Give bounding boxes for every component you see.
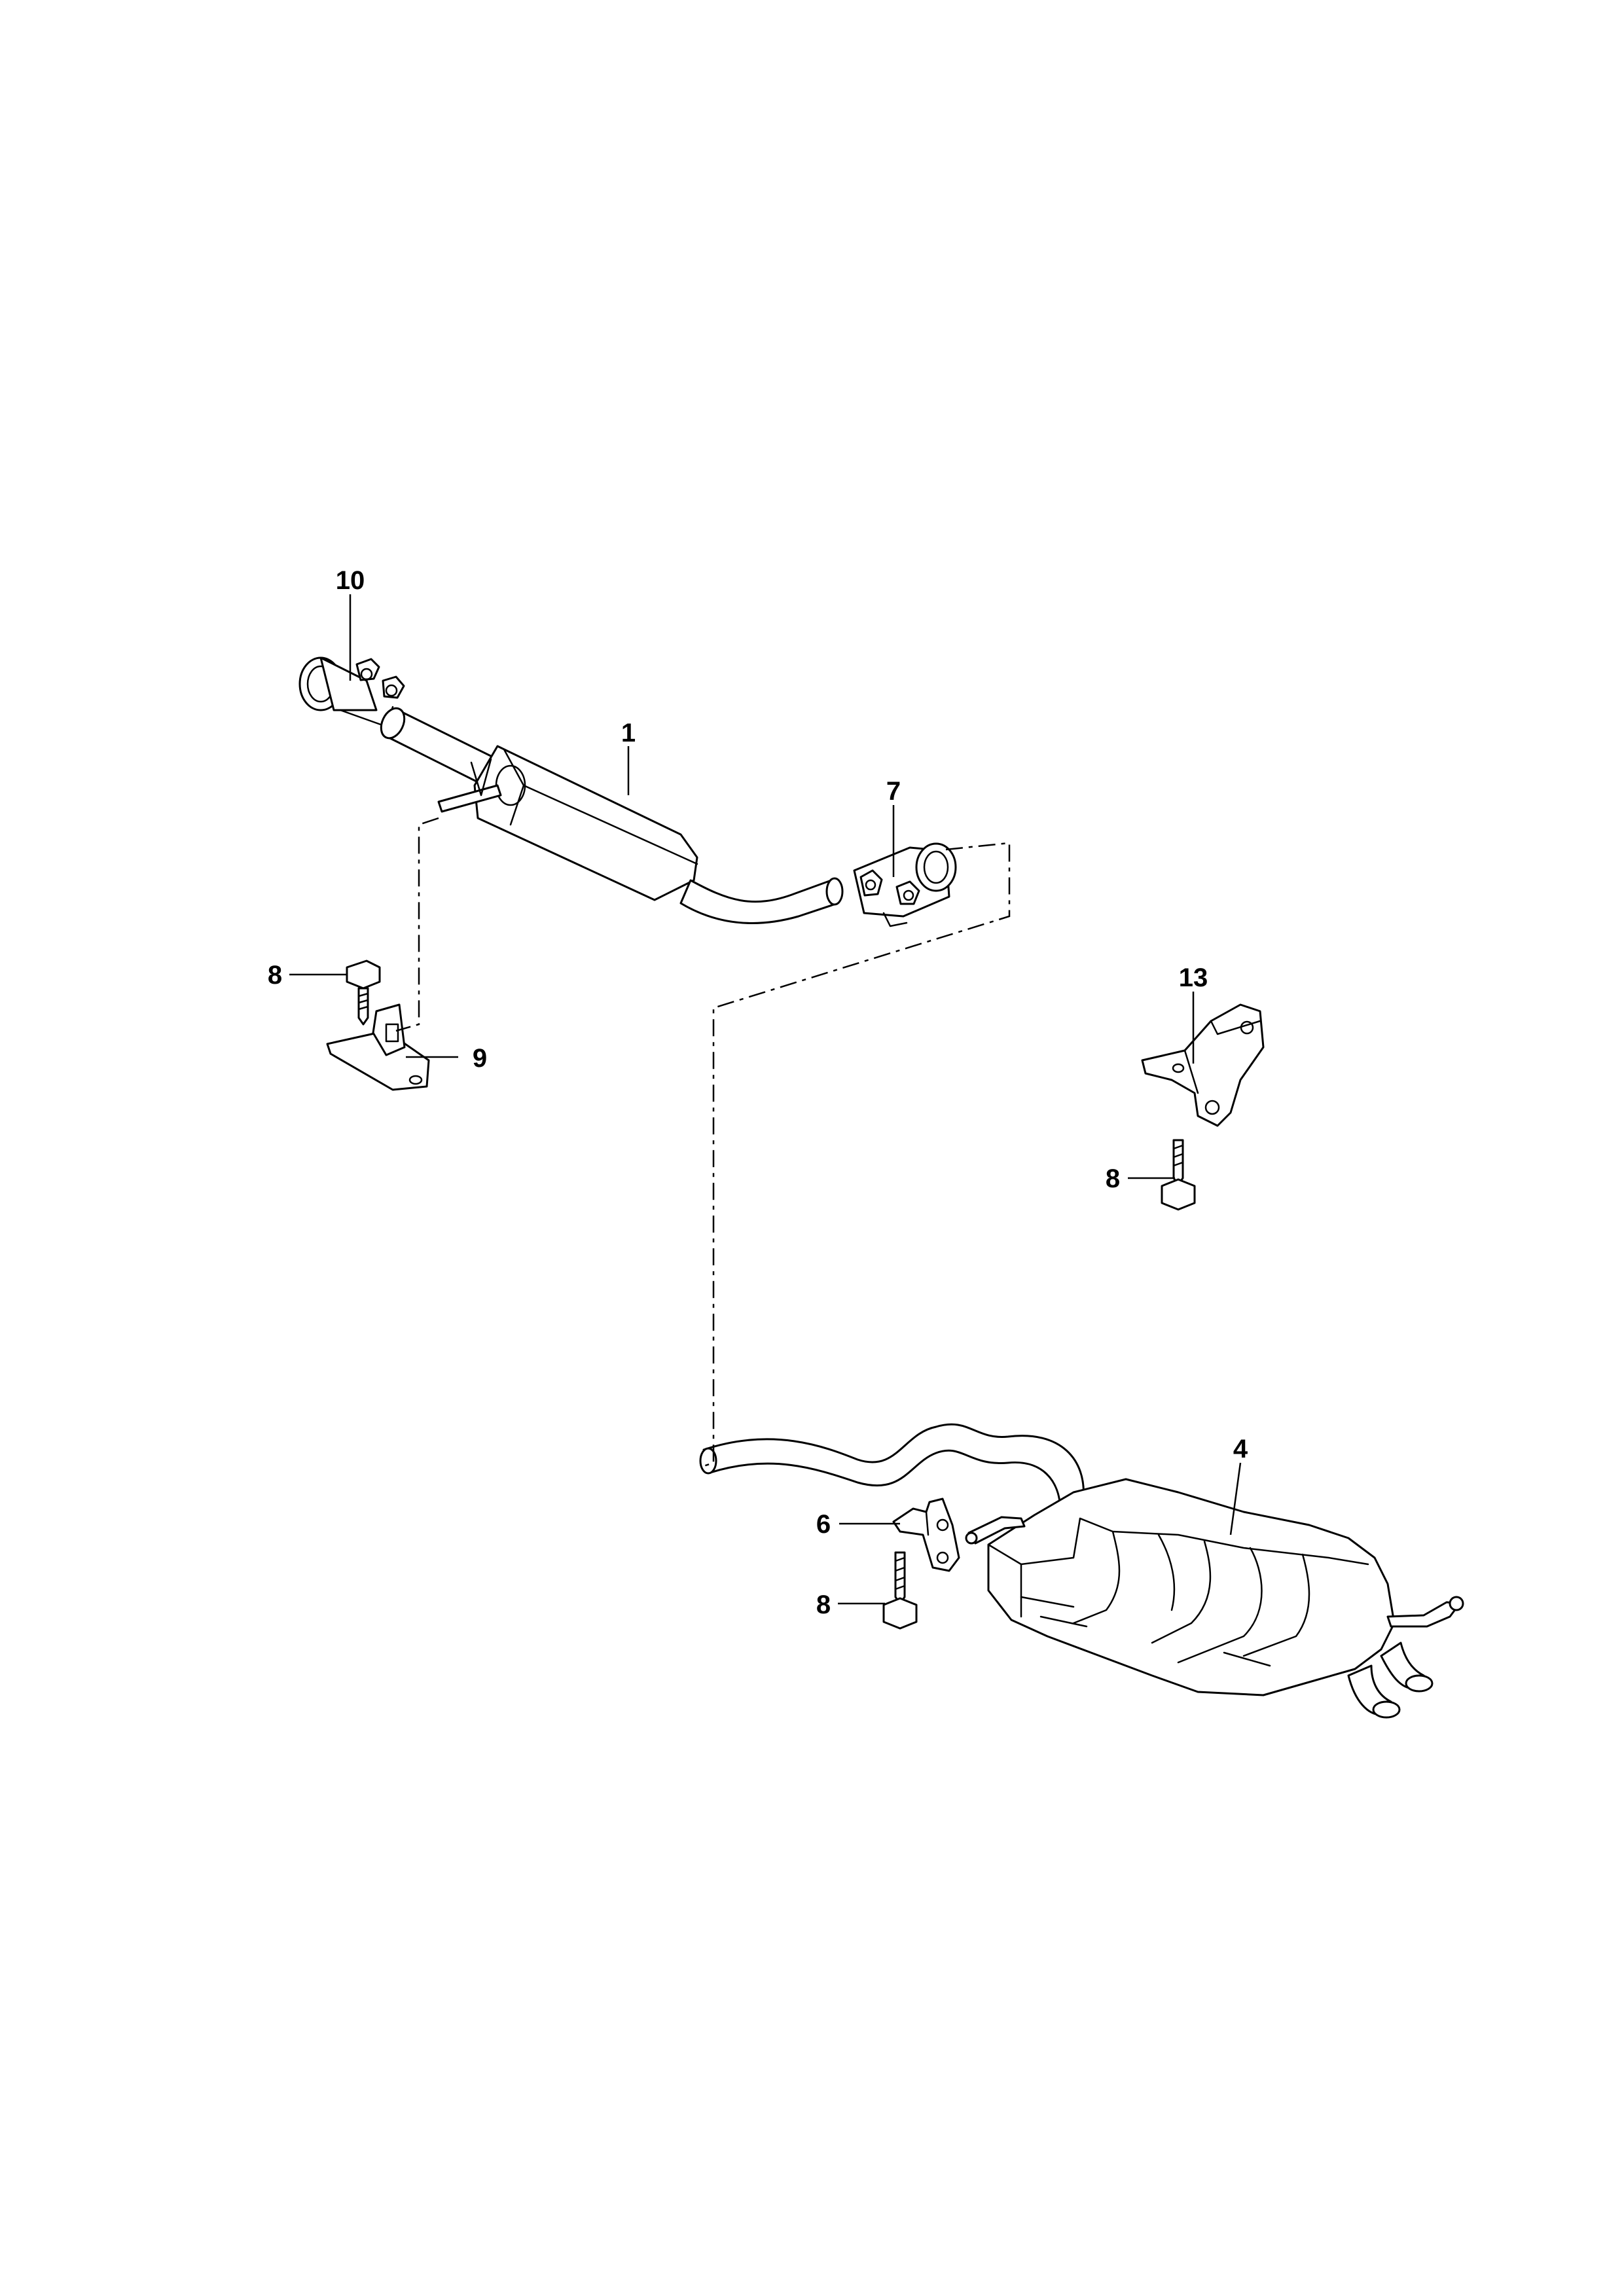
callout-8-upper: 8	[1106, 1164, 1120, 1193]
front-hanger-bracket	[326, 1003, 430, 1091]
callout-9: 9	[473, 1044, 487, 1073]
callout-13: 13	[1179, 963, 1208, 992]
callout-8-rear: 8	[816, 1590, 831, 1619]
callout-6: 6	[816, 1510, 831, 1539]
rear-hanger-bracket	[892, 1498, 960, 1572]
rear-pipe-clamp	[853, 842, 957, 927]
assembly-line-front	[395, 817, 439, 1032]
leader-4	[1229, 1462, 1242, 1535]
callout-4: 4	[1233, 1435, 1248, 1463]
callout-10: 10	[336, 566, 365, 595]
callout-7: 7	[886, 777, 901, 806]
bolt-rear	[882, 1551, 918, 1630]
rear-silencer	[699, 1423, 1464, 1719]
bolt-front	[346, 960, 381, 1026]
middle-silencer	[380, 707, 844, 924]
upper-support-bracket	[1141, 1003, 1265, 1127]
front-pipe-clamp	[298, 656, 405, 728]
callout-8-front: 8	[268, 961, 282, 990]
assembly-line-rear	[703, 842, 1011, 1467]
callout-1: 1	[621, 719, 636, 747]
bolt-upper	[1161, 1139, 1196, 1211]
